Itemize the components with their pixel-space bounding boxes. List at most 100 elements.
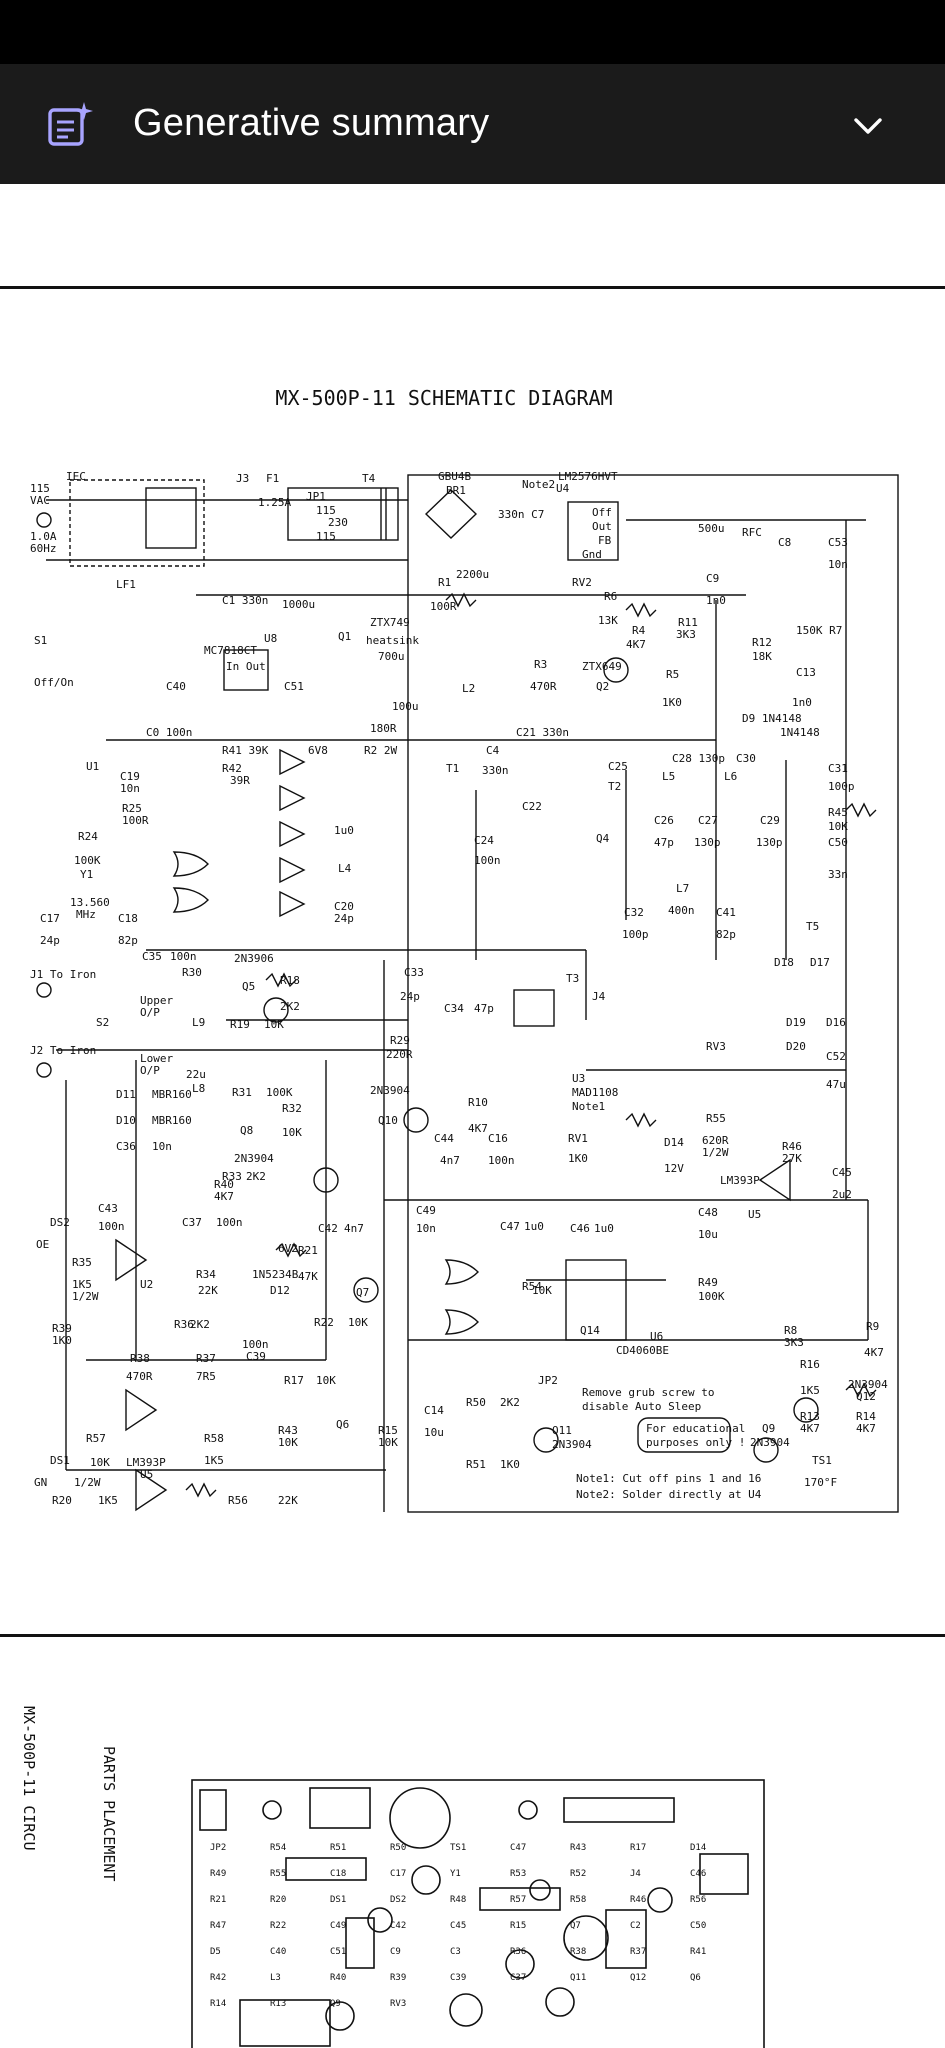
label-c17v: 24p: [40, 934, 60, 947]
label-c28: C28 130p: [672, 752, 725, 765]
label-rv1: RV1: [568, 1132, 588, 1145]
label-v115b: 115: [316, 530, 336, 543]
note-edu1: For educational: [646, 1422, 745, 1435]
label-r51: R51: [466, 1458, 486, 1471]
label-r57: R57: [86, 1432, 106, 1445]
placement-title-1: MX-500P-11 CIRCU: [20, 1706, 38, 1851]
label-d9: D9 1N4148: [742, 712, 802, 725]
label-gnd: Gnd: [582, 548, 602, 561]
label-r17: R17: [284, 1374, 304, 1387]
label-l1: 700u: [378, 650, 405, 663]
label-l9: L9: [192, 1016, 205, 1029]
label-r15v: 10K: [378, 1436, 398, 1449]
label-off: Off: [592, 506, 612, 519]
label-ts1v: 170°F: [804, 1476, 837, 1489]
label-oe: OE: [36, 1238, 49, 1251]
label-c37v: 100n: [216, 1216, 243, 1229]
label-c14: C14: [424, 1404, 444, 1417]
label-u1: U1: [86, 760, 99, 773]
label-mbr1: MBR160: [152, 1088, 192, 1101]
label-q12: Q12: [856, 1390, 876, 1403]
label-d16: D16: [826, 1016, 846, 1029]
label-q8v: 2N3904: [234, 1152, 274, 1165]
label-c22: C22: [522, 800, 542, 813]
label-gbu: GBU4B: [438, 470, 471, 483]
label-c35v: 100n: [170, 950, 197, 963]
label-t3: T3: [566, 972, 579, 985]
part-label: RV3: [390, 1999, 406, 2009]
label-r55v: 620R: [702, 1134, 729, 1147]
label-r22v: 10K: [348, 1316, 368, 1329]
label-r35v: 1K5: [72, 1278, 92, 1291]
label-c9v: 1n0: [706, 594, 726, 607]
label-l2: L2: [462, 682, 475, 695]
label-r5v: 1K0: [662, 696, 682, 709]
label-l5: L5: [662, 770, 675, 783]
label-c26: C26: [654, 814, 674, 827]
label-c13: C13: [796, 666, 816, 679]
label-u5b: U5: [140, 1468, 153, 1481]
label-c43: C43: [98, 1202, 118, 1215]
label-r56v: 22K: [278, 1494, 298, 1507]
label-j3: J3: [236, 472, 249, 485]
label-vac: 115: [30, 482, 50, 495]
label-c35: C35: [142, 950, 162, 963]
label-d2: 6V8: [308, 744, 328, 757]
label-s1: S1: [34, 634, 47, 647]
label-d17: D17: [810, 956, 830, 969]
label-c8: C8: [778, 536, 791, 549]
part-label: L3: [270, 1973, 281, 1983]
label-c44v: 4n7: [440, 1154, 460, 1167]
label-q2: Q2: [596, 680, 609, 693]
label-r3v: 470R: [530, 680, 557, 693]
label-r13: R13: [800, 1410, 820, 1423]
label-r33: R33: [222, 1170, 242, 1183]
label-c21: C21 330n: [516, 726, 569, 739]
part-label: R46: [630, 1895, 646, 1905]
label-hz: 60Hz: [30, 542, 57, 555]
label-note2: Note2: [522, 478, 555, 491]
label-rfc: RFC: [742, 526, 762, 539]
label-u6: U6: [650, 1330, 663, 1343]
label-c46v: 1u0: [594, 1222, 614, 1235]
part-label: C3: [450, 1947, 461, 1957]
label-r38: R38: [130, 1352, 150, 1365]
label-ztx649: ZTX649: [582, 660, 622, 673]
label-rv3: RV3: [706, 1040, 726, 1053]
label-l7v: 400n: [668, 904, 695, 917]
label-inout: In Out: [226, 660, 266, 673]
note-grub2: disable Auto Sleep: [582, 1400, 701, 1413]
label-xtal: 13.560: [70, 896, 110, 909]
note-grub1: Remove grub screw to: [582, 1386, 714, 1399]
part-label: R55: [270, 1869, 286, 1879]
part-label: C39: [450, 1973, 466, 1983]
label-lm393b: LM393P: [126, 1456, 166, 1469]
label-v115a: 115: [316, 504, 336, 517]
label-c2: 1000u: [282, 598, 315, 611]
label-c20: C20: [334, 900, 354, 913]
label-u4: U4: [556, 482, 570, 495]
label-r40v: 4K7: [214, 1190, 234, 1203]
chevron-down-icon[interactable]: [850, 108, 886, 144]
label-q10v: 2N3904: [370, 1084, 410, 1097]
label-r10v: 4K7: [468, 1122, 488, 1135]
part-label: R51: [330, 1843, 346, 1853]
label-l7: L7: [676, 882, 689, 895]
label-rv2: RV2: [572, 576, 592, 589]
ai-summary-icon[interactable]: [46, 100, 94, 148]
label-upper: Upper: [140, 994, 173, 1007]
label-u5: U5: [748, 1208, 761, 1221]
part-label: R37: [630, 1947, 646, 1957]
placement-title-2: PARTS PLACEMENT: [100, 1746, 118, 1881]
label-ztx749: ZTX749: [370, 616, 410, 629]
label-c4: C4: [486, 744, 500, 757]
label-op: O/P: [140, 1006, 160, 1019]
label-mad: MAD1108: [572, 1086, 618, 1099]
label-vac2: VAC: [30, 494, 50, 507]
label-r31v: 100K: [266, 1086, 293, 1099]
label-c16: C16: [488, 1132, 508, 1145]
label-c0: C0 100n: [146, 726, 192, 739]
part-label: R38: [570, 1947, 586, 1957]
part-label: DS1: [330, 1895, 346, 1905]
